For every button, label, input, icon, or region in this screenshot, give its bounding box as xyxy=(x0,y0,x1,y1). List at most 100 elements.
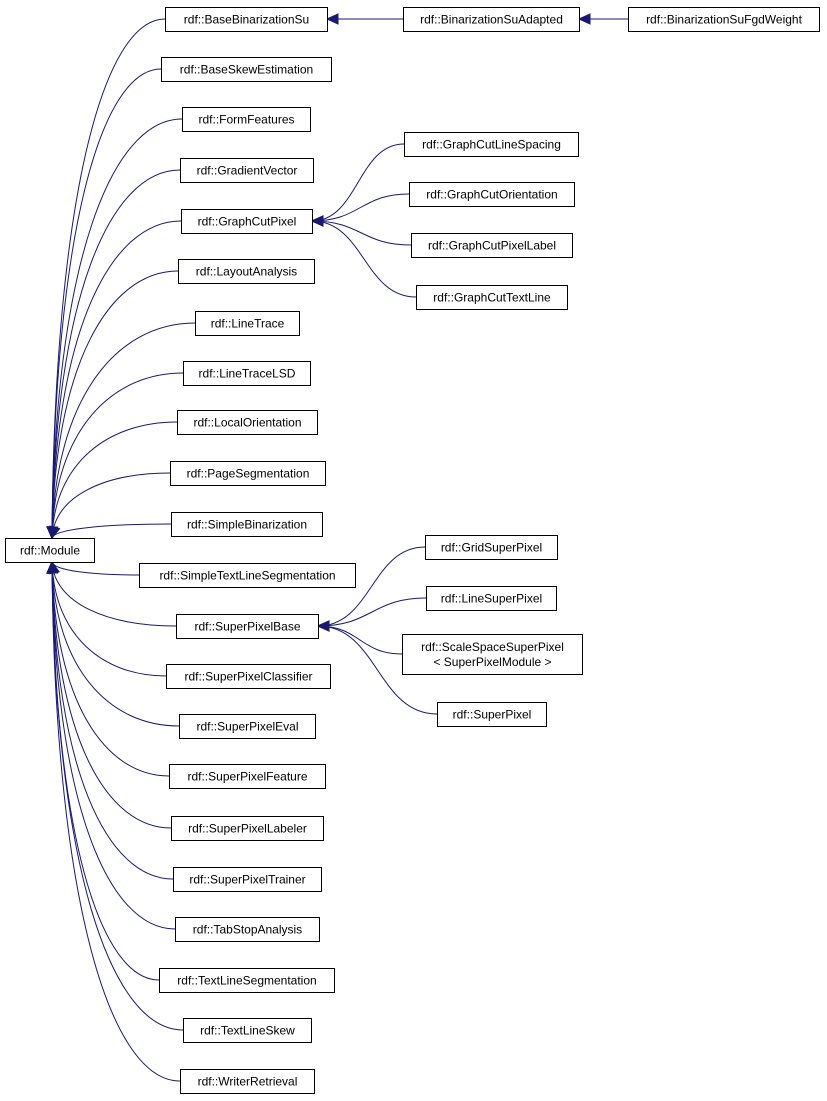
class-node-label: rdf::TextLineSkew xyxy=(200,1024,295,1038)
class-node-gradient-vector[interactable]: rdf::GradientVector xyxy=(180,158,314,183)
class-node-binarization-su-fgd-weight[interactable]: rdf::BinarizationSuFgdWeight xyxy=(628,7,820,32)
class-node-label: rdf::SuperPixelClassifier xyxy=(184,670,312,684)
edge-page-segmentation-to-module xyxy=(51,472,171,539)
edge-text-line-skew-to-module xyxy=(51,561,184,1031)
class-node-box xyxy=(5,538,95,563)
class-node-binarization-su-adapted[interactable]: rdf::BinarizationSuAdapted xyxy=(403,7,580,32)
edge-super-pixel-trainer-to-module xyxy=(51,561,174,880)
edge-graph-cut-text-line-to-graph-cut-pixel xyxy=(311,220,417,298)
edge-super-pixel-base-to-module xyxy=(51,561,177,627)
class-node-label: rdf::GraphCutPixelLabel xyxy=(428,239,556,253)
class-node-super-pixel-base[interactable]: rdf::SuperPixelBase xyxy=(176,614,319,639)
class-node-line-super-pixel[interactable]: rdf::LineSuperPixel xyxy=(426,586,557,611)
class-node-base-binarization-su[interactable]: rdf::BaseBinarizationSu xyxy=(165,7,328,32)
class-node-module[interactable]: rdf::Module xyxy=(5,538,95,563)
class-node-layout-analysis[interactable]: rdf::LayoutAnalysis xyxy=(178,259,315,284)
class-node-label: rdf::GradientVector xyxy=(197,164,298,178)
class-node-box xyxy=(139,563,356,588)
class-node-label: rdf::LineTrace xyxy=(211,317,285,331)
class-node-label: rdf::PageSegmentation xyxy=(187,467,310,481)
class-node-label: rdf::LineTraceLSD xyxy=(199,367,296,381)
class-node-label: rdf::BinarizationSuAdapted xyxy=(420,13,563,27)
class-node-text-line-segmentation[interactable]: rdf::TextLineSegmentation xyxy=(159,968,335,993)
class-node-page-segmentation[interactable]: rdf::PageSegmentation xyxy=(170,461,326,486)
class-node-form-features[interactable]: rdf::FormFeatures xyxy=(182,107,311,132)
class-node-line-trace-lsd[interactable]: rdf::LineTraceLSD xyxy=(183,361,311,386)
class-node-label: rdf::ScaleSpaceSuperPixel xyxy=(421,640,564,654)
class-node-box xyxy=(171,816,324,841)
class-node-graph-cut-line-spacing[interactable]: rdf::GraphCutLineSpacing xyxy=(404,132,579,157)
class-node-writer-retrieval[interactable]: rdf::WriterRetrieval xyxy=(180,1069,315,1094)
class-node-simple-text-line-segmentation[interactable]: rdf::SimpleTextLineSegmentation xyxy=(139,563,356,588)
class-node-super-pixel-labeler[interactable]: rdf::SuperPixelLabeler xyxy=(171,816,324,841)
class-node-box xyxy=(183,1018,312,1043)
edge-super-pixel-feature-to-module xyxy=(51,561,170,777)
class-node-label: rdf::FormFeatures xyxy=(198,113,294,127)
class-node-box xyxy=(181,209,313,234)
class-node-super-pixel-feature[interactable]: rdf::SuperPixelFeature xyxy=(169,764,326,789)
class-node-box xyxy=(171,512,323,537)
class-node-super-pixel-eval[interactable]: rdf::SuperPixelEval xyxy=(179,714,316,739)
class-node-label: rdf::SimpleBinarization xyxy=(187,518,307,532)
edge-line-trace-to-module xyxy=(51,322,196,539)
class-node-graph-cut-pixel[interactable]: rdf::GraphCutPixel xyxy=(181,209,313,234)
class-node-label: rdf::GraphCutTextLine xyxy=(433,291,551,305)
class-node-box xyxy=(179,714,316,739)
class-node-box xyxy=(409,182,575,207)
inheritance-arrowhead xyxy=(325,13,339,25)
class-node-base-skew-estimation[interactable]: rdf::BaseSkewEstimation xyxy=(161,57,332,82)
inheritance-arrowhead xyxy=(49,525,61,540)
class-node-label: rdf::LineSuperPixel xyxy=(441,592,542,606)
edge-graph-cut-pixel-label-to-graph-cut-pixel xyxy=(311,220,412,246)
class-node-line-trace[interactable]: rdf::LineTrace xyxy=(195,311,300,336)
class-node-box xyxy=(159,968,335,993)
edge-super-pixel-eval-to-module xyxy=(51,561,180,727)
class-node-box xyxy=(628,7,820,32)
edge-base-binarization-su-to-module xyxy=(51,18,166,539)
class-node-label: rdf::BaseSkewEstimation xyxy=(180,63,313,77)
inheritance-arrowhead xyxy=(310,215,324,227)
class-node-tab-stop-analysis[interactable]: rdf::TabStopAnalysis xyxy=(175,917,320,942)
edge-tab-stop-analysis-to-module xyxy=(51,561,176,930)
class-node-box xyxy=(173,867,322,892)
class-node-box xyxy=(437,702,547,727)
class-node-graph-cut-orientation[interactable]: rdf::GraphCutOrientation xyxy=(409,182,575,207)
class-node-scale-space-super-pixel[interactable]: rdf::ScaleSpaceSuperPixel< SuperPixelMod… xyxy=(402,634,583,675)
edge-base-skew-estimation-to-module xyxy=(51,68,162,539)
edge-graph-cut-pixel-to-module xyxy=(51,220,182,539)
edge-layout-analysis-to-module xyxy=(51,270,179,539)
edge-grid-super-pixel-to-super-pixel-base xyxy=(317,546,426,627)
class-node-label: < SuperPixelModule > xyxy=(433,655,551,669)
class-node-grid-super-pixel[interactable]: rdf::GridSuperPixel xyxy=(425,535,558,560)
class-node-label: rdf::GraphCutLineSpacing xyxy=(422,138,561,152)
inheritance-arrowhead xyxy=(316,620,330,632)
edge-super-pixel-labeler-to-module xyxy=(51,561,172,829)
class-node-box xyxy=(182,107,311,132)
class-node-label: rdf::SuperPixelBase xyxy=(194,620,300,634)
class-node-label: rdf::SuperPixel xyxy=(453,708,532,722)
inheritance-edges xyxy=(46,13,628,1082)
class-node-label: rdf::TextLineSegmentation xyxy=(177,974,316,988)
class-node-simple-binarization[interactable]: rdf::SimpleBinarization xyxy=(171,512,323,537)
class-node-box xyxy=(195,311,300,336)
class-node-box xyxy=(411,233,573,258)
edge-simple-binarization-to-module xyxy=(51,523,172,539)
class-node-graph-cut-text-line[interactable]: rdf::GraphCutTextLine xyxy=(416,285,568,310)
class-node-box xyxy=(404,132,579,157)
edge-writer-retrieval-to-module xyxy=(51,561,181,1082)
class-node-label: rdf::GridSuperPixel xyxy=(441,541,542,555)
edge-super-pixel-to-super-pixel-base xyxy=(317,625,438,715)
class-node-local-orientation[interactable]: rdf::LocalOrientation xyxy=(177,410,318,435)
class-node-box xyxy=(165,7,328,32)
class-node-text-line-skew[interactable]: rdf::TextLineSkew xyxy=(183,1018,312,1043)
class-node-box xyxy=(425,535,558,560)
class-node-box xyxy=(166,664,331,689)
class-node-label: rdf::LocalOrientation xyxy=(193,416,301,430)
class-node-graph-cut-pixel-label[interactable]: rdf::GraphCutPixelLabel xyxy=(411,233,573,258)
class-node-box xyxy=(178,259,315,284)
class-node-super-pixel-classifier[interactable]: rdf::SuperPixelClassifier xyxy=(166,664,331,689)
class-node-super-pixel[interactable]: rdf::SuperPixel xyxy=(437,702,547,727)
class-node-box xyxy=(426,586,557,611)
class-node-label: rdf::SuperPixelLabeler xyxy=(188,822,307,836)
class-node-super-pixel-trainer[interactable]: rdf::SuperPixelTrainer xyxy=(173,867,322,892)
